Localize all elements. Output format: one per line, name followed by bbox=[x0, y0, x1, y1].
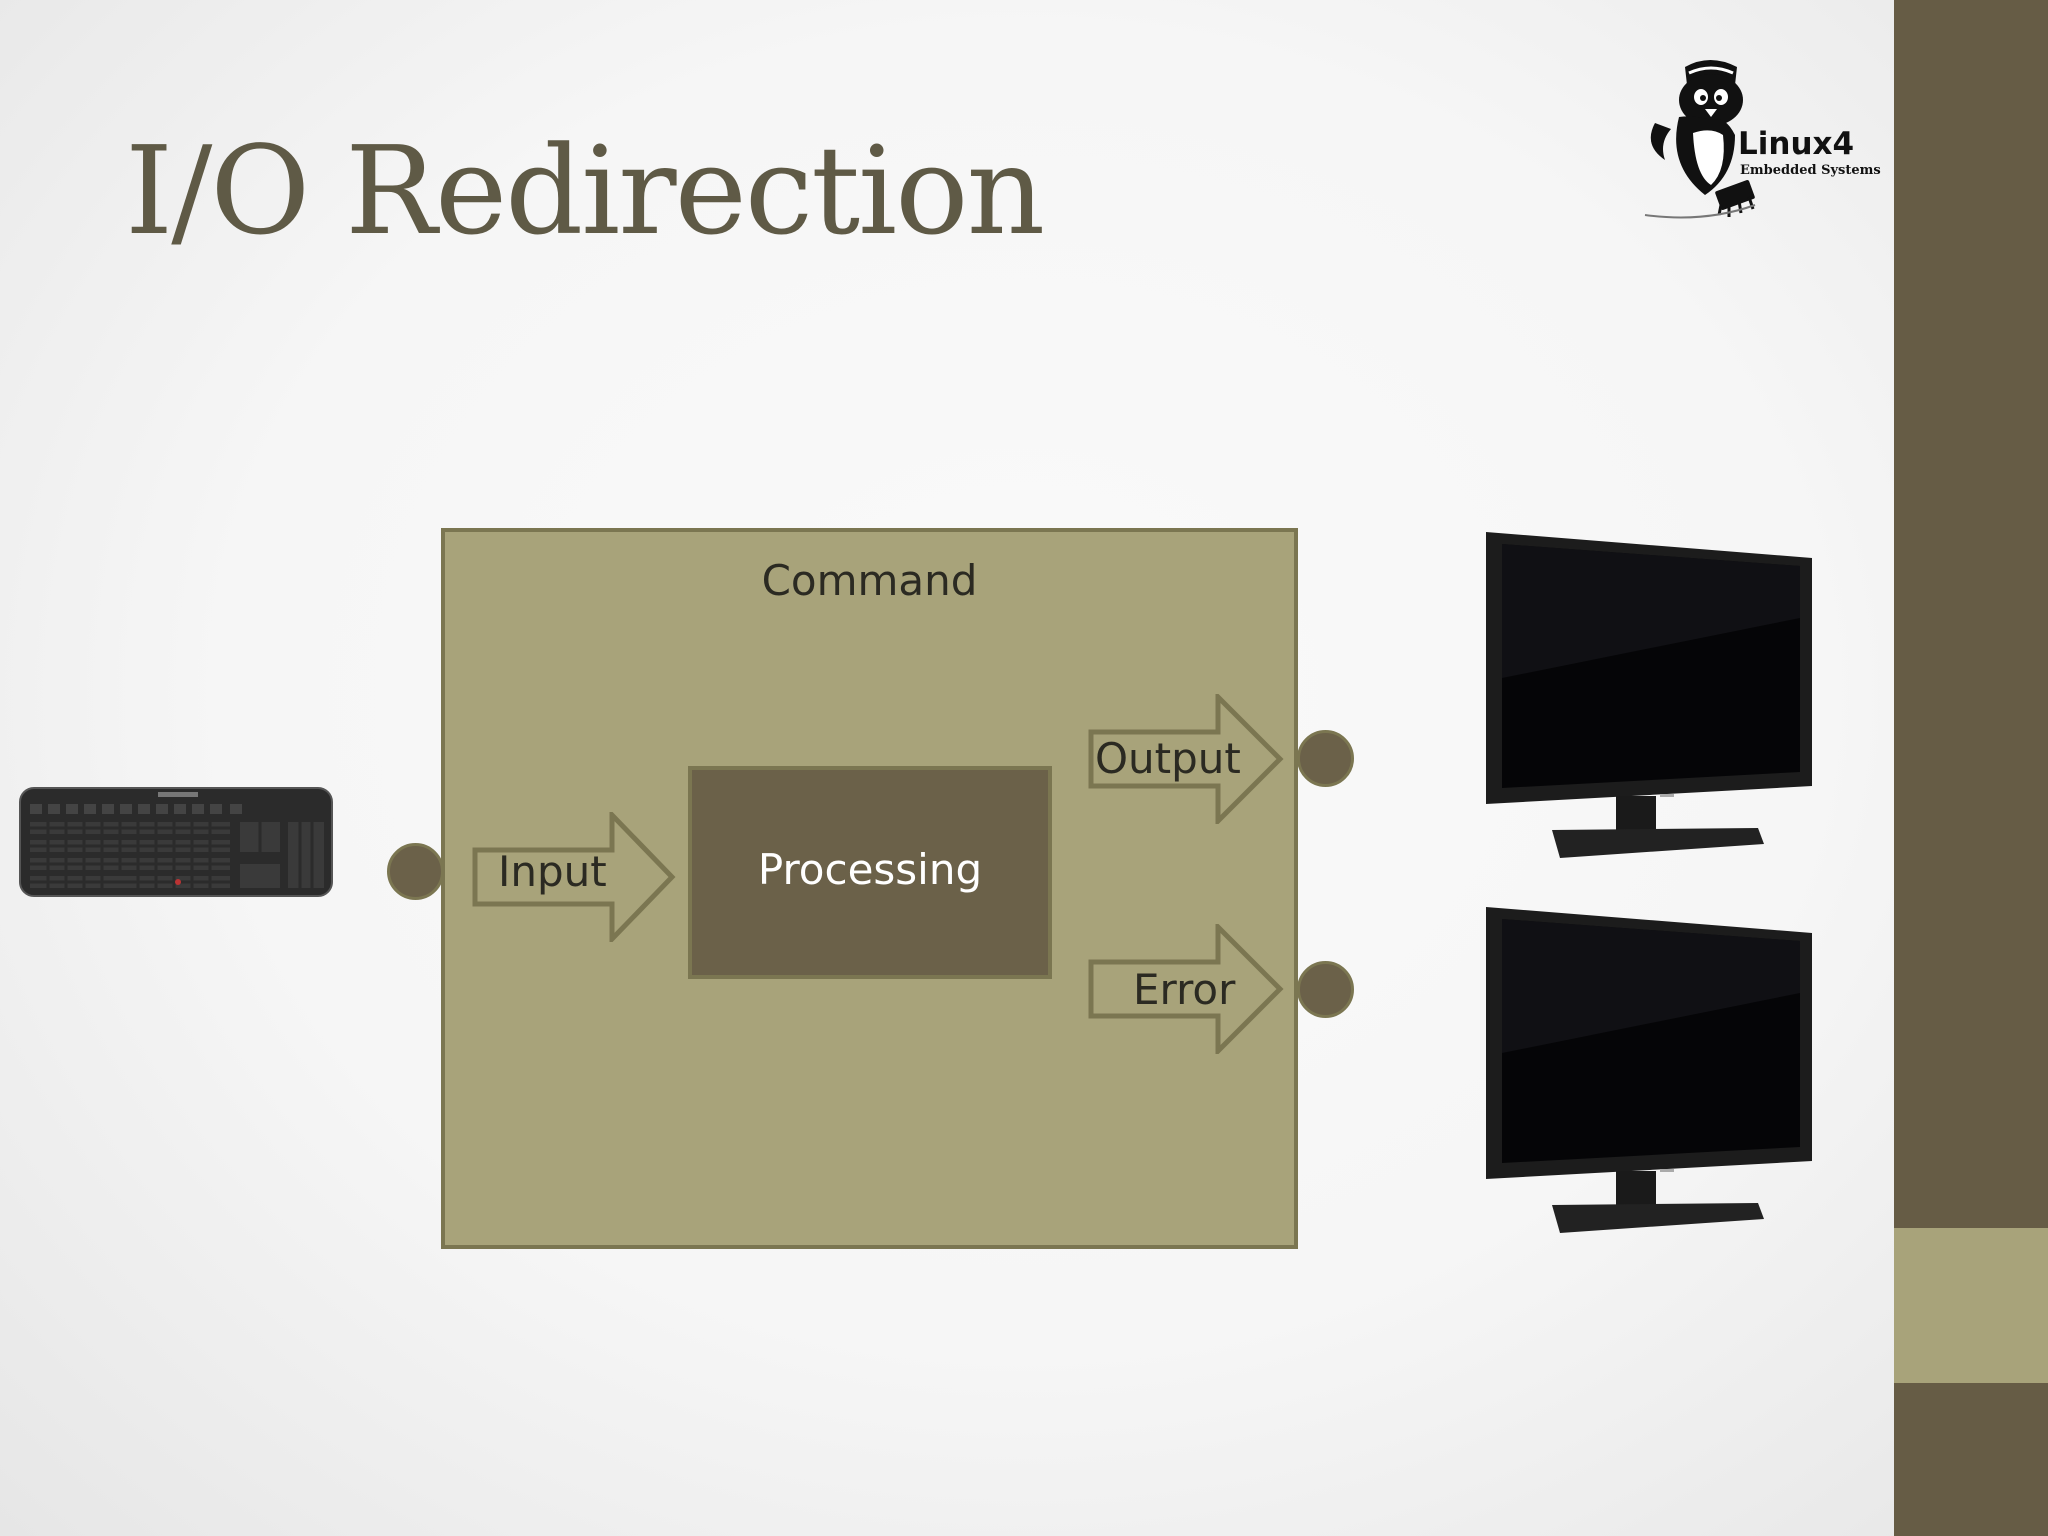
keyboard-icon bbox=[19, 787, 333, 897]
processing-label: Processing bbox=[757, 845, 983, 894]
monitor-icon bbox=[1486, 532, 1812, 858]
stdout-port bbox=[1297, 730, 1354, 787]
stderr-port bbox=[1297, 961, 1354, 1018]
processing-box bbox=[688, 766, 1052, 979]
logo-name: Linux4 bbox=[1738, 126, 1855, 162]
output-arrow bbox=[1088, 694, 1284, 824]
penguin-logo-icon bbox=[1644, 60, 1756, 219]
sidebar-accent-top bbox=[1894, 0, 2048, 1228]
logo-subtitle: Embedded Systems bbox=[1740, 163, 1881, 178]
slide-title: I/O Redirection bbox=[125, 120, 1045, 262]
command-label: Command bbox=[761, 556, 978, 605]
input-label: Input bbox=[498, 847, 607, 896]
error-arrow bbox=[1088, 924, 1284, 1054]
monitor-icon bbox=[1486, 907, 1812, 1233]
stdin-port bbox=[387, 843, 444, 900]
sidebar-accent-middle bbox=[1894, 1228, 2048, 1383]
error-label: Error bbox=[1133, 965, 1236, 1014]
output-label: Output bbox=[1095, 734, 1241, 783]
sidebar-accent-bottom bbox=[1894, 1383, 2048, 1536]
input-arrow bbox=[472, 812, 676, 942]
